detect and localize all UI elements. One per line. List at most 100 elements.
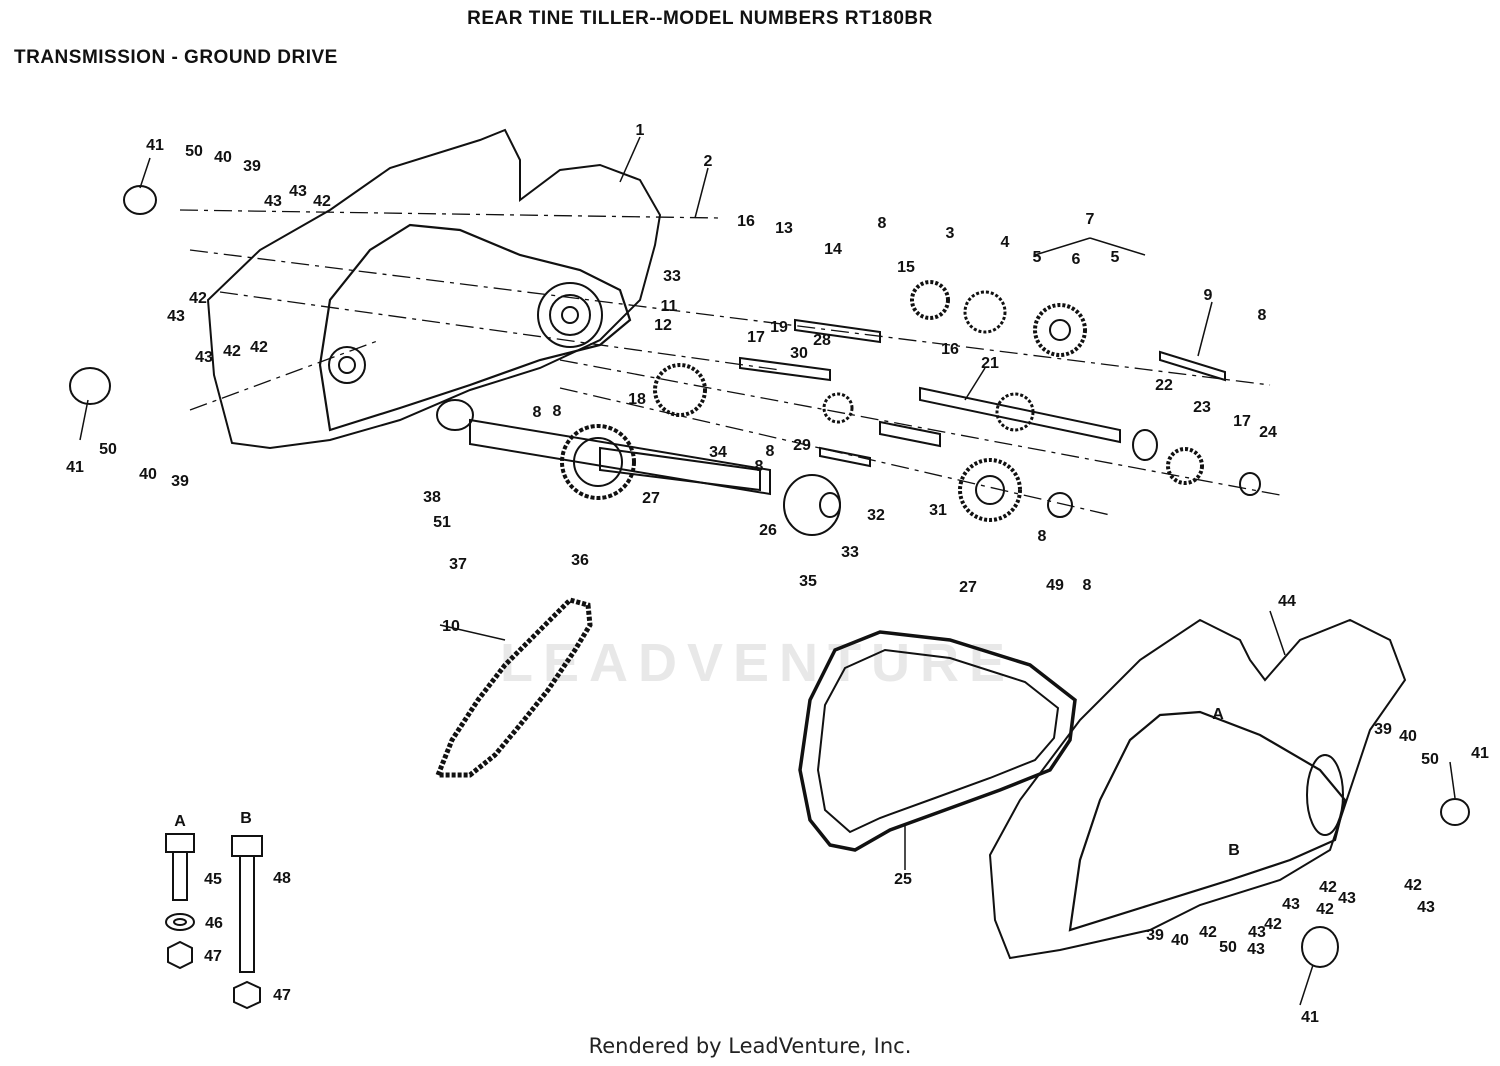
part-callout-27: 27 — [642, 490, 660, 507]
part-callout-35: 35 — [799, 573, 817, 590]
gear-4 — [963, 290, 1007, 334]
part-callout-8: 8 — [766, 443, 775, 460]
part-callout-16: 16 — [737, 213, 755, 230]
sprocket-27-upper — [653, 363, 707, 417]
part-callout-B: B — [240, 810, 252, 827]
drawing-lines — [69, 128, 1470, 1010]
part-callout-43: 43 — [1417, 899, 1435, 916]
part-callout-51: 51 — [433, 514, 451, 531]
part-callout-42: 42 — [1319, 879, 1337, 896]
part-callout-27: 27 — [959, 579, 977, 596]
part-callout-43: 43 — [195, 349, 213, 366]
part-callout-39: 39 — [1146, 927, 1164, 944]
footer-credit: Rendered by LeadVenture, Inc. — [588, 1034, 912, 1058]
part-callout-43: 43 — [167, 308, 185, 325]
part-callout-41: 41 — [66, 459, 84, 476]
part-callout-45: 45 — [204, 871, 222, 888]
part-callout-50: 50 — [185, 143, 203, 160]
part-callout-A: A — [174, 813, 186, 830]
part-callout-40: 40 — [139, 466, 157, 483]
sprocket-21 — [995, 392, 1035, 432]
part-callout-42: 42 — [1316, 901, 1334, 918]
part-callout-47: 47 — [273, 987, 291, 1004]
part-callout-B: B — [1228, 842, 1240, 859]
part-callout-25: 25 — [894, 871, 912, 888]
right-housing — [988, 618, 1407, 960]
part-callout-19: 19 — [770, 319, 788, 336]
part-callout-39: 39 — [243, 158, 261, 175]
part-callout-50: 50 — [99, 441, 117, 458]
part-callout-42: 42 — [1264, 916, 1282, 933]
bearing-38 — [436, 399, 474, 431]
diagram-title: REAR TINE TILLER--MODEL NUMBERS RT180BR — [467, 8, 933, 29]
part-callout-17: 17 — [1233, 413, 1251, 430]
gear-28 — [822, 392, 854, 424]
part-callout-50: 50 — [1421, 751, 1439, 768]
part-callout-8: 8 — [878, 215, 887, 232]
part-callout-5: 5 — [1111, 249, 1120, 266]
bushing-35 — [783, 474, 841, 536]
part-callout-18: 18 — [628, 391, 646, 408]
part-callout-40: 40 — [1171, 932, 1189, 949]
sprocket-27-lower — [958, 458, 1022, 522]
part-callout-29: 29 — [793, 437, 811, 454]
part-callout-41: 41 — [1301, 1009, 1319, 1026]
part-callout-42: 42 — [223, 343, 241, 360]
part-callout-47: 47 — [204, 948, 222, 965]
part-callout-21: 21 — [981, 355, 999, 372]
watermark-text: LEADVENTURE — [500, 633, 1016, 693]
part-callout-2: 2 — [704, 153, 713, 170]
part-callout-3: 3 — [946, 225, 955, 242]
part-callout-39: 39 — [1374, 721, 1392, 738]
part-callout-8: 8 — [755, 458, 764, 475]
gear-3 — [910, 280, 950, 320]
part-callout-23: 23 — [1193, 399, 1211, 416]
gear-23 — [1166, 447, 1204, 485]
part-callout-33: 33 — [663, 268, 681, 285]
part-callout-17: 17 — [747, 329, 765, 346]
part-callout-A: A — [1212, 706, 1224, 723]
sprocket-36 — [560, 424, 636, 500]
left-housing — [206, 128, 662, 450]
part-callout-37: 37 — [449, 556, 467, 573]
part-callout-8: 8 — [553, 403, 562, 420]
part-callout-12: 12 — [654, 317, 672, 334]
part-callout-42: 42 — [250, 339, 268, 356]
part-callout-41: 41 — [146, 137, 164, 154]
part-callout-5: 5 — [1033, 249, 1042, 266]
part-callout-36: 36 — [571, 552, 589, 569]
part-callout-6: 6 — [1072, 251, 1081, 268]
part-callout-4: 4 — [1001, 234, 1010, 251]
part-callout-48: 48 — [273, 870, 291, 887]
part-callout-34: 34 — [709, 444, 727, 461]
part-callout-40: 40 — [1399, 728, 1417, 745]
part-callout-1: 1 — [636, 122, 645, 139]
part-callout-38: 38 — [423, 489, 441, 506]
part-callout-16: 16 — [941, 341, 959, 358]
part-callout-49: 49 — [1046, 577, 1064, 594]
part-callout-9: 9 — [1204, 287, 1213, 304]
part-callout-43: 43 — [1282, 896, 1300, 913]
gasket — [798, 630, 1077, 852]
part-callout-33: 33 — [841, 544, 859, 561]
part-callout-43: 43 — [264, 193, 282, 210]
part-callout-14: 14 — [824, 241, 842, 258]
part-callout-44: 44 — [1278, 593, 1296, 610]
part-callout-46: 46 — [205, 915, 223, 932]
part-callout-43: 43 — [1247, 941, 1265, 958]
gear-6 — [1033, 303, 1087, 357]
part-callout-42: 42 — [313, 193, 331, 210]
part-callout-7: 7 — [1086, 211, 1095, 228]
part-callout-30: 30 — [790, 345, 808, 362]
leader-lines — [79, 136, 1456, 1006]
drive-chain — [434, 597, 593, 778]
part-callout-8: 8 — [533, 404, 542, 421]
part-callout-31: 31 — [929, 502, 947, 519]
part-callout-10: 10 — [442, 618, 460, 635]
part-callout-8: 8 — [1083, 577, 1092, 594]
part-callout-43: 43 — [1248, 924, 1266, 941]
part-callout-43: 43 — [1338, 890, 1356, 907]
hardware-bolts — [165, 833, 263, 1010]
